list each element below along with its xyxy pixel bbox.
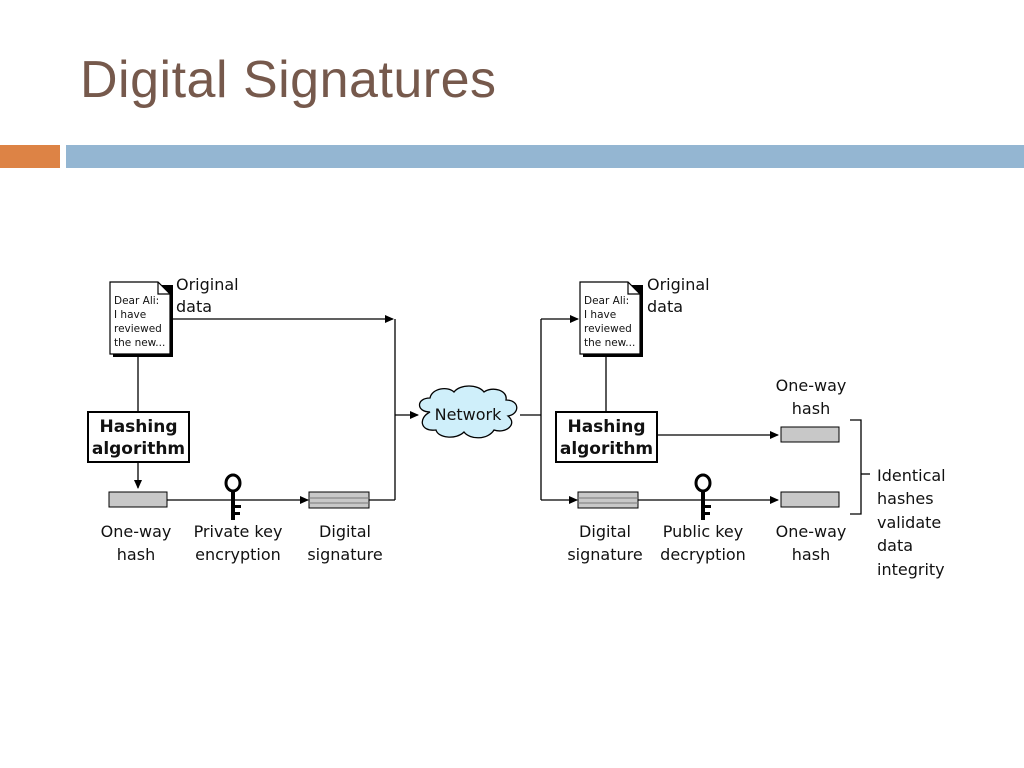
private-key-label: encryption xyxy=(195,545,281,564)
receiver-hashing-algorithm-box: Hashing algorithm xyxy=(555,411,658,463)
sender-original-data-label: data xyxy=(176,297,212,316)
network-label: Network xyxy=(435,405,503,424)
doc-line: Dear Ali: xyxy=(584,295,629,307)
doc-line: the new... xyxy=(114,337,165,349)
receiver-one-way-hash-block-top xyxy=(780,426,840,443)
doc-line: reviewed xyxy=(114,323,162,335)
receiver-one-way-hash-label-bottom: hash xyxy=(792,545,830,564)
sender-one-way-hash-label: One-way xyxy=(101,522,172,541)
sender-hashing-algorithm-box: Hashing algorithm xyxy=(87,411,190,463)
sender-one-way-hash-label: hash xyxy=(117,545,155,564)
receiver-original-data-label: Original xyxy=(647,275,710,294)
result-line: data xyxy=(877,536,913,555)
sender-one-way-hash-block xyxy=(108,491,168,508)
receiver-digital-signature-block xyxy=(577,491,639,509)
slide-title: Digital Signatures xyxy=(80,51,497,109)
sender-document-icon: Dear Ali: I have reviewed the new... xyxy=(109,281,174,358)
receiver-one-way-hash-label-top: One-way xyxy=(776,376,847,395)
accent-bar-orange xyxy=(0,145,60,168)
doc-line: Dear Ali: xyxy=(114,295,159,307)
receiver-document-icon: Dear Ali: I have reviewed the new... xyxy=(579,281,644,358)
accent-bar-blue xyxy=(66,145,1024,168)
receiver-original-data-label: data xyxy=(647,297,683,316)
doc-line: reviewed xyxy=(584,323,632,335)
private-key-icon xyxy=(224,473,243,522)
receiver-digital-signature-label: Digital xyxy=(579,522,631,541)
network-cloud: Network xyxy=(418,385,518,439)
doc-line: I have xyxy=(584,309,616,321)
public-key-icon xyxy=(694,473,713,522)
receiver-digital-signature-label: signature xyxy=(567,545,642,564)
result-line: Identical xyxy=(877,466,946,485)
sender-digital-signature-block xyxy=(308,491,370,509)
receiver-one-way-hash-label-bottom: One-way xyxy=(776,522,847,541)
receiver-one-way-hash-label-top: hash xyxy=(792,399,830,418)
receiver-one-way-hash-block-bottom xyxy=(780,491,840,508)
comparison-bracket xyxy=(850,419,862,515)
doc-line: I have xyxy=(114,309,146,321)
public-key-label: Public key xyxy=(663,522,743,541)
result-line: integrity xyxy=(877,560,945,579)
result-line: validate xyxy=(877,513,941,532)
sender-original-data-label: Original xyxy=(176,275,239,294)
hashing-box-label: algorithm xyxy=(560,439,653,459)
result-note: Identical hashes validate data integrity xyxy=(877,466,946,579)
hashing-box-label: Hashing xyxy=(99,417,177,437)
public-key-label: decryption xyxy=(660,545,746,564)
sender-digital-signature-label: signature xyxy=(307,545,382,564)
hashing-box-label: Hashing xyxy=(567,417,645,437)
hashing-box-label: algorithm xyxy=(92,439,185,459)
private-key-label: Private key xyxy=(194,522,283,541)
sender-digital-signature-label: Digital xyxy=(319,522,371,541)
result-line: hashes xyxy=(877,489,934,508)
doc-line: the new... xyxy=(584,337,635,349)
